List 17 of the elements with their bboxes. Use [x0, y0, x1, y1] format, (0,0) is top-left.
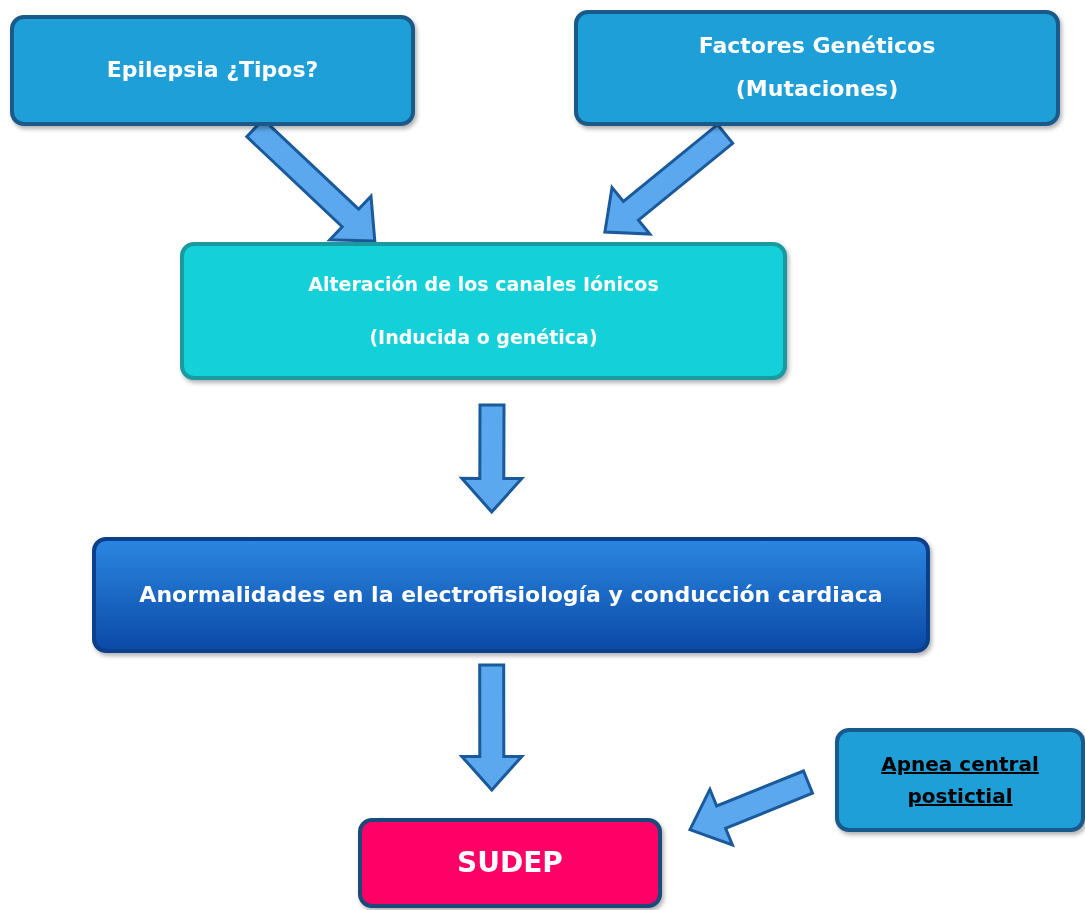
- process-box: [10, 15, 415, 126]
- process-box: [835, 728, 1085, 832]
- node-text: (Mutaciones): [734, 75, 900, 103]
- node-text: Anormalidades en la electrofisiología y conducción cardiaca: [138, 580, 884, 609]
- block-arrow: [687, 769, 815, 848]
- block-arrow: [458, 403, 526, 515]
- node-text: Factores Genéticos: [697, 32, 937, 61]
- node-text: Alteración de los canales Iónicos: [307, 272, 660, 297]
- node-text: SUDEP: [456, 844, 564, 881]
- process-box: [92, 537, 930, 653]
- outcome-box: [358, 818, 662, 908]
- process-box: [180, 242, 787, 380]
- node-text: (Inducida o genética): [368, 325, 599, 350]
- process-box: [574, 10, 1060, 126]
- block-arrow: [458, 663, 526, 793]
- node-text: Apnea central postictial: [880, 751, 1040, 810]
- node-text: Epilepsia ¿Tipos?: [105, 56, 320, 85]
